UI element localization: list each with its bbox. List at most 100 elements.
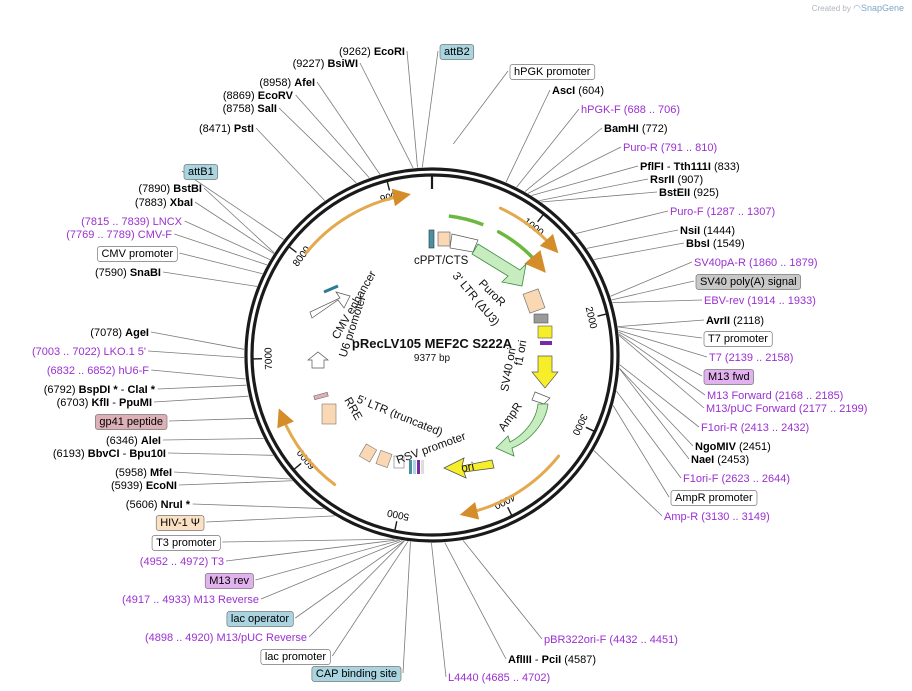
- left-label-1: attB2: [439, 44, 475, 60]
- site-SalI: (8758) SalI: [223, 103, 277, 115]
- right-label-23: F1ori-F (2623 .. 2644): [683, 473, 790, 485]
- leader: [402, 541, 411, 674]
- site-PstI: (8471) PstI: [199, 123, 254, 135]
- feature-box: [509, 64, 596, 80]
- site-pos: (6792): [44, 384, 79, 396]
- leader: [593, 242, 685, 260]
- site-pos: (8758): [223, 103, 258, 115]
- tick-8: [288, 245, 297, 253]
- left-label-11: (7769 .. 7789) CMV-F: [66, 229, 172, 241]
- left-label-20: (6346) AleI: [106, 435, 161, 447]
- feature-box: [703, 331, 773, 347]
- site-name: EcoRI: [374, 46, 405, 58]
- leader: [184, 220, 271, 260]
- leader: [421, 50, 439, 168]
- left-label-5: (8758) SalI: [223, 103, 277, 115]
- leader: [278, 107, 357, 184]
- site-name: BstEII: [659, 187, 690, 199]
- leader: [406, 50, 418, 168]
- right-label-11: SV40pA-R (1860 .. 1879): [694, 257, 818, 269]
- puror-arrow: [471, 243, 527, 287]
- leader: [295, 540, 405, 619]
- primer-M13Reverse: (4917 .. 4933) M13 Reverse: [122, 594, 259, 606]
- feature-M13fwd: M13 fwd: [708, 371, 750, 383]
- site-EcoRI: (9262) EcoRI: [339, 46, 405, 58]
- feature-box: [151, 535, 221, 551]
- left-label-25: HIV-1 Ψ: [155, 515, 205, 531]
- tick-9: [386, 180, 391, 191]
- gp41-block: [313, 391, 329, 401]
- site-PflFI: PflFI - Tth111I (833): [640, 161, 740, 173]
- plasmid-name: pRecLV105 MEF2C S222A: [352, 336, 513, 351]
- right-label-0: hPGK promoter: [509, 64, 596, 80]
- leader: [505, 89, 551, 183]
- snapgene-credit: Created by ◠SnapGene: [812, 3, 904, 14]
- site-name: BspDI *: [79, 384, 119, 396]
- left-label-14: (7078) AgeI: [90, 327, 149, 339]
- leader: [516, 108, 580, 188]
- leader: [586, 229, 679, 249]
- tick-label-2: 2000: [583, 306, 599, 331]
- site-AgeI: (7078) AgeI: [90, 327, 149, 339]
- leader: [153, 395, 249, 403]
- arc-6000: [277, 408, 337, 487]
- leader: [260, 540, 403, 600]
- right-label-12: SV40 poly(A) signal: [695, 274, 801, 290]
- left-label-12: CMV promoter: [97, 246, 178, 262]
- tick-6: [292, 462, 302, 471]
- site-pos: (833): [711, 161, 740, 173]
- leader: [541, 191, 658, 203]
- primer-LKO15: (7003 .. 7022) LKO.1 5': [32, 346, 146, 358]
- feature-box: [95, 414, 168, 430]
- leader: [203, 187, 275, 254]
- feature-AmpRpromoter: AmpR promoter: [675, 492, 753, 504]
- leader: [610, 261, 693, 297]
- leader: [359, 62, 414, 169]
- leader: [611, 280, 695, 301]
- left-label-24: (5606) NruI *: [126, 499, 191, 511]
- ori-label: ori: [460, 461, 475, 475]
- site-BstBI: (7890) BstBI: [138, 183, 202, 195]
- right-label-19: M13/pUC Forward (2177 .. 2199): [706, 403, 867, 415]
- leader: [178, 480, 293, 486]
- bottom-label-0: pBR322ori-F (4432 .. 4451): [544, 634, 678, 646]
- right-label-3: BamHI (772): [604, 123, 668, 135]
- right-label-17: M13 fwd: [703, 369, 754, 385]
- primer-hPGKF: hPGK-F (688 .. 706): [581, 104, 680, 116]
- primer-AmpR: Amp-R (3130 .. 3149): [664, 511, 770, 523]
- primer-M13pUCForward: M13/pUC Forward (2177 .. 2199): [706, 403, 867, 415]
- site-name: SalI: [257, 103, 277, 115]
- cppt-label: cPPT/CTS: [414, 255, 469, 267]
- site-pos: (772): [639, 123, 668, 135]
- inner-features: [307, 229, 559, 479]
- site-NsiI: NsiI (1444): [680, 225, 735, 237]
- site-pos: (604): [575, 85, 604, 97]
- leader: [174, 233, 268, 266]
- leader: [316, 81, 381, 175]
- leader: [618, 331, 703, 377]
- rre-box: [321, 403, 337, 425]
- left-label-3: (8958) AfeI: [259, 77, 315, 89]
- site-BsiWI: (9227) BsiWI: [293, 58, 358, 70]
- right-label-9: NsiI (1444): [680, 225, 735, 237]
- right-label-22: NaeI (2453): [691, 454, 749, 466]
- left-label-28: M13 rev: [204, 573, 254, 589]
- leader: [255, 127, 326, 201]
- site-BbvCI: (6193) BbvCI - Bpu10I: [53, 448, 166, 460]
- feature-T3promoter: T3 promoter: [156, 537, 216, 549]
- ltr-box: [522, 288, 546, 314]
- site-pos: (8869): [223, 90, 258, 102]
- site-name: AfeI: [294, 77, 315, 89]
- left-label-29: (4917 .. 4933) M13 Reverse: [122, 594, 259, 606]
- leader: [151, 369, 246, 380]
- leader: [147, 350, 245, 359]
- right-label-10: BbsI (1549): [686, 238, 745, 250]
- ori-arrow: [443, 457, 495, 479]
- right-label-18: M13 Forward (2168 .. 2185): [707, 390, 843, 402]
- right-label-8: Puro-F (1287 .. 1307): [670, 206, 775, 218]
- site-pos: (2453): [714, 454, 749, 466]
- arc-1000: [498, 206, 559, 254]
- feature-box: [670, 490, 758, 506]
- site-name: PstI: [234, 123, 254, 135]
